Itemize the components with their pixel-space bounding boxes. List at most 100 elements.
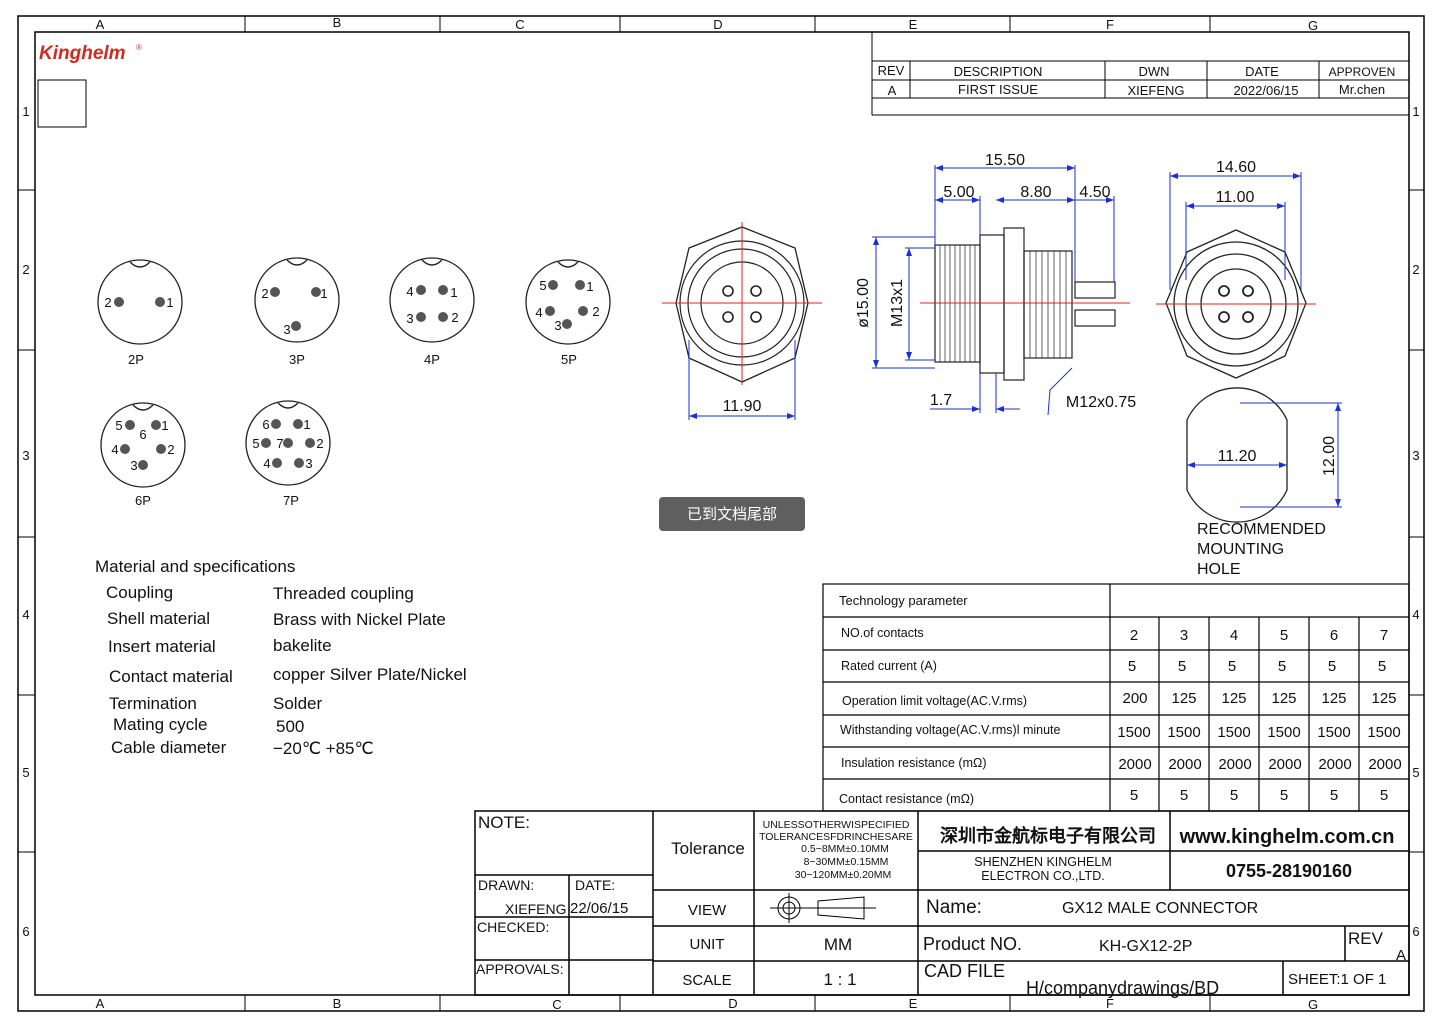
tech-param-table [822,583,1410,812]
tech-cell: 125 [1171,690,1196,707]
pin-number: 1 [303,417,310,432]
tech-param-label: Insulation resistance (mΩ) [841,756,987,770]
pin-number: 1 [450,285,457,300]
spec-label: Coupling [106,583,173,602]
col-label-bottom: A [96,996,105,1011]
tech-param-label: Withstanding voltage(AC.V.rms)l minute [840,723,1061,737]
product-no-value: KH-GX12-2P [1099,938,1192,955]
tech-cell: 5 [1380,787,1388,804]
pin-number: 2 [167,442,174,457]
col-label-top: B [333,15,342,30]
row-label-left: 1 [22,104,29,119]
dim-side-a: 5.00 [943,184,974,201]
checked-label: CHECKED: [477,919,549,935]
end-of-document-toast: 已到文档尾部 [659,497,805,531]
dim-side-diameter: ø15.00 [855,278,872,328]
sheet-info: SHEET:1 OF 1 [1288,971,1386,988]
spec-label: Shell material [107,609,210,628]
tolerance-line: 0.5−8MM±0.10MM [801,843,889,855]
mounting-hole [1186,387,1342,523]
pin-number: 3 [554,318,561,333]
approven-value: Mr.chen [1339,82,1385,97]
dim-side-total: 15.50 [985,152,1025,169]
tech-cell: 5 [1128,658,1136,675]
pin-number: 2 [261,286,268,301]
mounting-hole-caption: MOUNTING [1197,541,1284,558]
rev-label: REV [1348,929,1384,948]
col-label-top: G [1308,18,1318,33]
pin-number: 6 [262,417,269,432]
rev-value: A [888,83,897,98]
spec-label: Insert material [108,637,216,656]
pinout-label-6p: 6P [135,493,151,508]
col-label-top: E [909,17,918,32]
tech-cell: 2000 [1268,756,1301,773]
spec-value: bakelite [273,636,332,655]
dim-hole-height: 12.00 [1321,436,1338,476]
spec-value: copper Silver Plate/Nickel [273,665,467,684]
tolerance-line: TOLERANCESFDRINCHESARE [759,831,913,843]
tolerance-line: 8−30MM±0.15MM [804,856,889,868]
dim-side-thread: M13x1 [889,279,906,327]
pin-number: 3 [283,322,290,337]
tech-param-label: Operation limit voltage(AC.V.rms) [842,694,1027,708]
col-label-top: F [1106,17,1114,32]
tech-cell: 2000 [1368,756,1401,773]
description-value: FIRST ISSUE [958,82,1038,97]
pin-number: 3 [305,456,312,471]
cad-file-value: H/companydrawings/BD [1026,978,1219,998]
pinout-label-7p: 7P [283,493,299,508]
col-label-bottom: E [909,996,918,1011]
date-value: 2022/06/15 [1233,83,1298,98]
pin-number: 6 [139,427,146,442]
pin-number: 7 [276,436,283,451]
dwn-header: DWN [1138,64,1169,79]
dim-side-nut-thread: M12x0.75 [1066,394,1136,411]
company-name-cn: 深圳市金航标电子有限公司 [940,825,1156,846]
tech-cell: 2000 [1118,756,1151,773]
pin-number: 1 [320,286,327,301]
col-label-bottom: C [552,997,561,1012]
phone-number: 0755-28190160 [1226,861,1352,881]
pin-number: 2 [104,295,111,310]
tech-cell: 6 [1330,627,1338,644]
row-label-right: 3 [1412,448,1419,463]
logo-box [37,79,87,128]
tech-cell: 125 [1271,690,1296,707]
side-view [934,227,1116,381]
spec-value: Brass with Nickel Plate [273,610,446,629]
tech-cell: 125 [1221,690,1246,707]
revision-table [871,32,1409,116]
note-label: NOTE: [478,813,530,832]
approven-header: APPROVEN [1329,65,1396,79]
tech-param-label: NO.of contacts [841,626,924,640]
tech-cell: 5 [1328,658,1336,675]
view-label: VIEW [688,902,727,919]
tech-cell: 1500 [1367,724,1400,741]
tech-param-label: Contact resistance (mΩ) [839,792,974,806]
specs-title: Material and specifications [95,557,295,576]
spec-label: Termination [109,694,197,713]
mounting-hole-caption: HOLE [1197,561,1241,578]
company-name-en: ELECTRON CO.,LTD. [981,869,1104,883]
spec-label: Mating cycle [113,715,207,734]
dim-front-width: 11.90 [723,398,762,415]
col-label-top: C [515,17,524,32]
row-label-left: 5 [22,765,29,780]
spec-value: Solder [273,694,322,713]
rev-header: REV [878,63,905,78]
tolerance-line: UNLESSOTHERWISPECIFIED [763,819,910,831]
tech-cell: 5 [1178,658,1186,675]
tech-param-title: Technology parameter [839,593,968,608]
pin-number: 2 [316,436,323,451]
col-label-top: D [713,17,722,32]
tolerance-label: Tolerance [671,839,745,858]
unit-label: UNIT [690,936,725,953]
col-label-top: A [96,17,105,32]
spec-value: 500 [276,717,304,736]
spec-value: Threaded coupling [273,584,414,603]
product-no-label: Product NO. [923,934,1022,954]
tech-cell: 5 [1378,658,1386,675]
tech-cell: 5 [1180,787,1188,804]
